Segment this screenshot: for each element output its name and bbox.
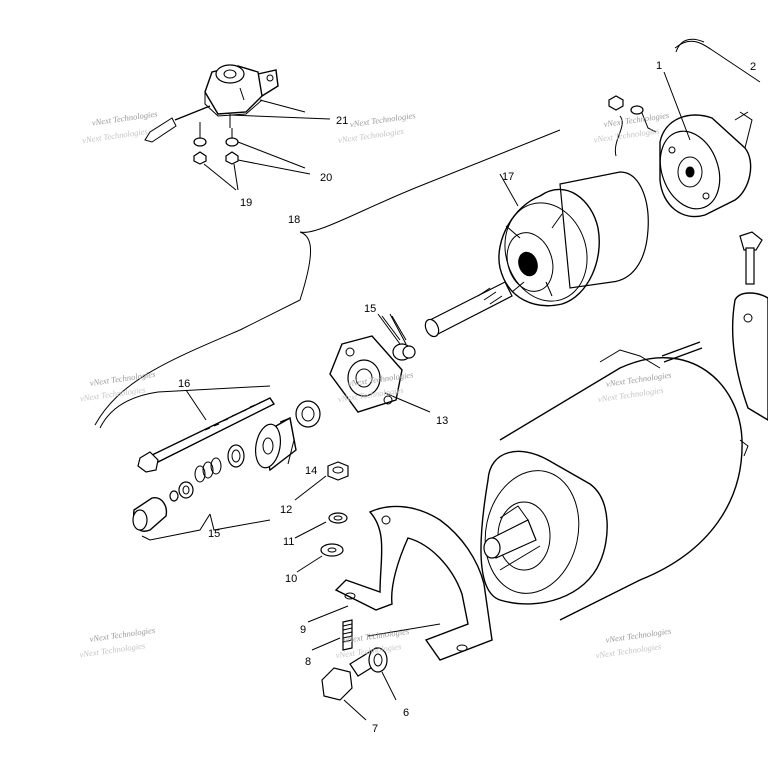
nut-washer-stack-19-20 bbox=[193, 122, 311, 191]
callout-15-bottom: 15 bbox=[208, 528, 220, 540]
end-cap-part bbox=[608, 40, 761, 218]
callout-14: 14 bbox=[305, 465, 317, 477]
callout-20: 20 bbox=[320, 172, 332, 184]
spring-collar-parts bbox=[169, 444, 245, 502]
group-bracket-2 bbox=[675, 38, 705, 53]
callout-17: 17 bbox=[502, 171, 514, 183]
watermark-4: vNext Technologies bbox=[89, 369, 156, 388]
starter-motor-assembly bbox=[480, 341, 749, 621]
callout-12: 12 bbox=[280, 504, 292, 516]
callout-7: 7 bbox=[372, 723, 378, 735]
group-bracket-15 bbox=[141, 513, 271, 541]
callout-1: 1 bbox=[656, 60, 662, 72]
pinion-gear-part bbox=[254, 416, 297, 472]
callout-labels: 1 2 6 7 8 9 10 11 12 13 14 15 15 16 17 1… bbox=[178, 60, 756, 735]
callout-16: 16 bbox=[178, 378, 190, 390]
callout-2: 2 bbox=[750, 61, 756, 73]
bracket-right bbox=[732, 292, 768, 421]
callout-8: 8 bbox=[305, 656, 311, 668]
callout-9: 9 bbox=[300, 624, 306, 636]
watermark-2b: vNext Technologies bbox=[337, 126, 404, 145]
watermark-2: vNext Technologies bbox=[349, 110, 416, 129]
armature-part bbox=[424, 171, 649, 338]
callout-11: 11 bbox=[283, 536, 294, 548]
watermark-1: vNext Technologies bbox=[91, 108, 158, 127]
through-bolt-part bbox=[137, 389, 276, 473]
watermark-7: vNext Technologies bbox=[89, 625, 156, 644]
watermark-3b: vNext Technologies bbox=[593, 125, 660, 144]
solenoid-part bbox=[144, 64, 306, 143]
hardware-10-14 bbox=[294, 461, 349, 573]
leader-lines bbox=[229, 114, 407, 341]
callout-10: 10 bbox=[285, 573, 297, 585]
watermark-9: vNext Technologies bbox=[605, 626, 672, 645]
bolt-right bbox=[739, 231, 763, 285]
callout-18: 18 bbox=[288, 214, 300, 226]
callout-21: 21 bbox=[336, 115, 348, 127]
dust-cover-part bbox=[132, 497, 168, 532]
watermark-1b: vNext Technologies bbox=[81, 126, 148, 145]
callout-13: 13 bbox=[436, 415, 448, 427]
bolt-washer-stud bbox=[311, 619, 441, 721]
drive-end-plate-part bbox=[295, 313, 431, 428]
callout-19: 19 bbox=[240, 197, 252, 209]
group-bracket-18 bbox=[94, 129, 561, 429]
callout-15-top: 15 bbox=[364, 303, 376, 315]
watermark-9b: vNext Technologies bbox=[595, 641, 662, 660]
callout-6: 6 bbox=[403, 707, 409, 719]
watermark-7b: vNext Technologies bbox=[79, 640, 146, 659]
mounting-bracket-part bbox=[307, 505, 493, 661]
